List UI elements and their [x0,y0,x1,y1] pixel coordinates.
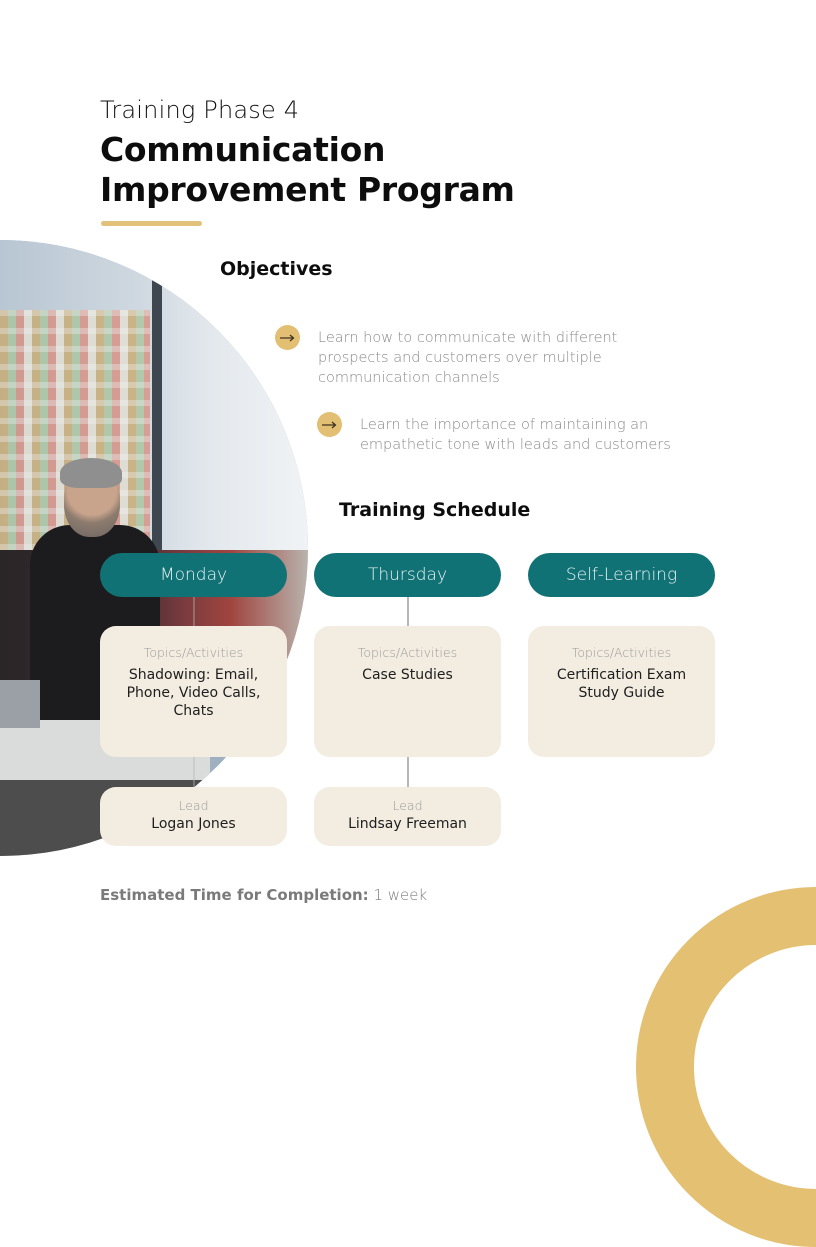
lead-name: Logan Jones [151,816,236,832]
objective-item: Learn the importance of maintaining an e… [360,417,671,453]
photo-laptop [0,680,40,728]
topics-card-monday: Topics/Activities Shadowing: Email, Phon… [100,626,287,757]
day-pill-thursday: Thursday [314,553,501,597]
estimated-time: Estimated Time for Completion: 1 week [100,886,427,904]
estimated-time-value: 1 week [373,886,428,904]
objectives-heading: Objectives [220,258,333,280]
topics-label: Topics/Activities [143,645,244,660]
lead-name: Lindsay Freeman [348,816,467,832]
lead-label: Lead [178,798,209,813]
topics-label: Topics/Activities [571,645,672,660]
connector-line [193,597,195,626]
photo-pillar [152,280,162,570]
day-pill-monday: Monday [100,553,287,597]
topics-card-thursday: Topics/Activities Case Studies [314,626,501,757]
connector-line [193,757,195,787]
topics-value: Shadowing: Email, Phone, Video Calls, Ch… [126,667,261,719]
connector-line [407,757,409,787]
topics-value: Certification Exam Study Guide [556,667,687,701]
hero-photo [0,240,308,856]
lead-label: Lead [392,798,423,813]
page-title: Communication Improvement Program [100,130,515,210]
training-schedule-heading: Training Schedule [339,499,531,521]
arrow-right-icon [317,412,342,437]
lead-card-thursday: Lead Lindsay Freeman [314,787,501,846]
topics-value: Case Studies [362,667,453,683]
page-title-line-2: Improvement Program [100,170,515,209]
topics-label: Topics/Activities [357,645,458,660]
page-subtitle: Training Phase 4 [100,96,300,124]
photo-person-hair [60,458,122,488]
connector-line [407,597,409,626]
day-pill-self-learning: Self-Learning [528,553,715,597]
arrow-right-icon [275,325,300,350]
page-title-line-1: Communication [100,130,386,169]
lead-card-monday: Lead Logan Jones [100,787,287,846]
title-underline [101,221,202,226]
estimated-time-label: Estimated Time for Completion: [100,886,369,904]
objective-item: Learn how to communicate with different … [318,330,618,386]
decorative-ring [636,887,816,1247]
topics-card-self-learning: Topics/Activities Certification Exam Stu… [528,626,715,757]
